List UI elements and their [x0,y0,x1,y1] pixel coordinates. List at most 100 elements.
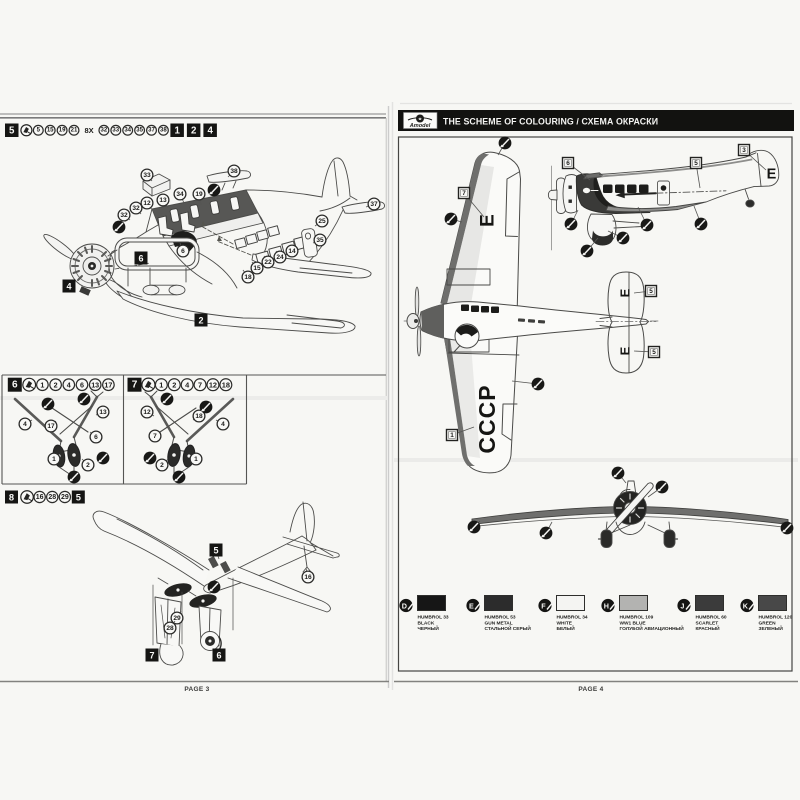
paint-code: HUMBROL 120 [759,615,793,621]
paint-name-ru: ЗЕЛЕНЫЙ [759,624,784,632]
part-number-label: 6 [80,381,84,390]
callout-circle [216,417,230,431]
paint-name-ru: КРАСНЫЙ [696,624,721,632]
paint-letter: K [743,601,749,610]
decal-ref-number: 3 [742,147,746,154]
part-number-circle [110,124,122,136]
step-ref-square-label: 6 [12,380,18,391]
paint-name-ru: ЧЕРНЫЙ [418,624,440,632]
part-number-label: 2 [54,381,58,390]
callout-circle [140,168,154,182]
paint-name-en: WHITE [557,620,573,626]
assembly-ref-label: 7 [149,651,154,661]
part-number-label: 1 [40,381,44,390]
step7-drawing [144,390,235,478]
callout-number: 13 [99,409,107,416]
callout-circle [89,430,103,444]
decal-ref-number: 5 [649,288,653,295]
assembly-ref-square [145,648,159,662]
page-label-left: PAGE 3 [184,686,209,693]
paint-letter: J [680,601,684,610]
fin-code-letter: E [767,167,777,183]
paint-name-ru: СТАЛЬНОЙ СЕРЫЙ [485,624,532,632]
part-number-circle [146,124,158,136]
part-number-circle [98,124,110,136]
part-number-circle [62,378,76,392]
part-number-circle [134,124,146,136]
paint-name-en: BLACK [418,620,435,626]
part-number-label: 35 [136,128,143,134]
part-number-circle [58,490,72,504]
callout-number: 38 [230,168,238,175]
wing-code-letter: E [478,214,499,227]
assembly-ref-label: 6 [216,651,221,661]
part-number-label: 4 [185,381,190,390]
part-number-label: 33 [112,128,119,134]
callout-number: 33 [143,172,151,179]
callout-number: 35 [316,237,324,244]
step-ref-square-label: 1 [174,125,180,136]
paint-swatch [556,595,585,611]
part-number-label: 19 [59,128,66,134]
decal-ref-number: 6 [566,160,570,167]
part-number-circle [68,124,80,136]
paint-code: HUMBROL 34 [557,615,588,621]
assembly-ref-square [134,251,148,265]
part-number-label: 28 [48,494,56,501]
callout-number: 19 [195,191,203,198]
decal-ref-square [561,156,575,170]
callout-circle [155,458,169,472]
step-ref-square [5,123,19,137]
logo-text: Amodel [409,123,431,129]
part-number-label: 29 [61,494,69,501]
callout-number: 34 [176,191,184,198]
part-number-label: 5 [37,128,41,134]
decal-ref-square [457,186,471,200]
callout-circle [170,611,184,625]
part-number-label: 4 [67,381,71,390]
callout-circle [192,409,206,423]
step-ref-square [127,377,142,392]
tailplane-code-letter-bottom: E [618,346,633,355]
part-number-circle [49,378,62,392]
paint-letter: H [604,601,609,610]
callout-number: 22 [264,259,272,266]
paint-name-en: GREEN [759,620,777,626]
step-ref-square-label: 4 [207,125,213,136]
step-ref-square [71,490,85,504]
callout-circle [261,255,275,269]
paint-swatch [758,595,787,611]
step-ref-square [5,490,18,504]
part-number-circle [167,378,181,392]
paint-swatch [695,595,724,611]
callout-circle [81,458,95,472]
scheme-title: THE SCHEME OF COLOURING / СХЕМА ОКРАСКИ [443,116,658,126]
paint-code: HUMBROL 33 [418,615,449,621]
part-number-circle [122,124,134,136]
assembly-ref-square [212,648,226,662]
part-number-circle [36,378,49,392]
assembly-ref-label: 2 [198,316,203,326]
callout-circle [156,193,170,207]
front-view-callouts [467,466,794,540]
part-number-circle [33,490,46,504]
callout-circle [44,419,58,433]
callout-circle [47,452,61,466]
decal-ref-square [647,345,661,359]
part-number-circle [154,378,168,392]
part-number-circle [157,124,169,136]
callout-number: 18 [195,413,203,420]
paint-swatch [484,595,513,611]
paint-code: HUMBROL 53 [485,615,516,621]
callout-circle [313,233,327,247]
callout-circle [273,250,287,264]
decal-ref-number: 5 [652,349,656,356]
callout-circle [189,452,203,466]
callout-number: 1 [194,456,198,463]
part-number-circle [32,124,44,136]
